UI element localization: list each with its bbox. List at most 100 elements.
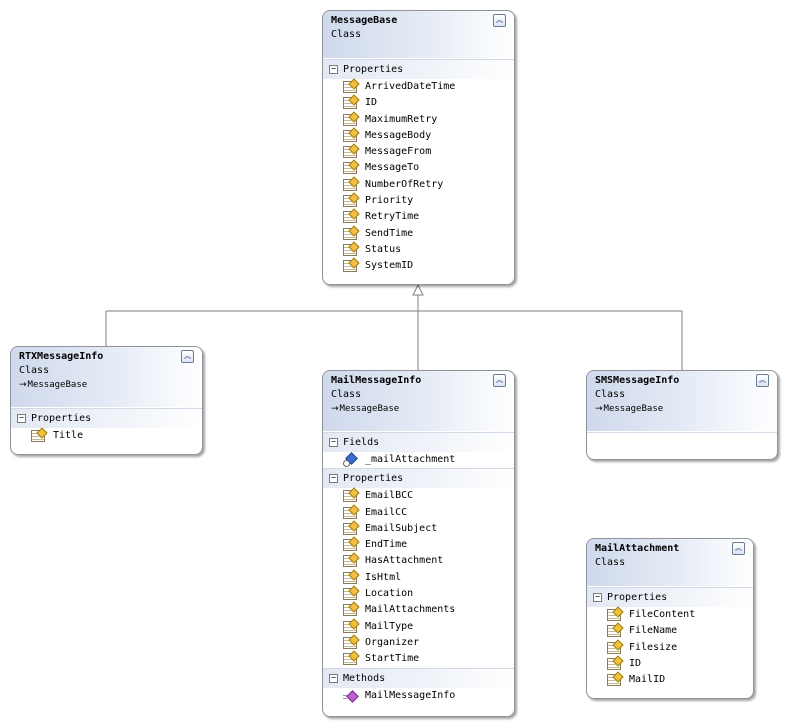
property-icon bbox=[607, 609, 621, 621]
property-icon bbox=[343, 162, 357, 175]
section-properties[interactable]: − Properties bbox=[323, 468, 514, 489]
method-icon bbox=[343, 690, 357, 702]
property-item[interactable]: NumberOfRetry bbox=[323, 177, 514, 193]
member-label: Title bbox=[53, 430, 84, 441]
property-icon bbox=[343, 178, 357, 191]
property-item[interactable]: EmailBCC bbox=[323, 488, 514, 504]
member-label: MailAttachments bbox=[365, 604, 456, 616]
property-item[interactable]: Filesize bbox=[587, 640, 753, 656]
section-properties[interactable]: − Properties bbox=[323, 59, 514, 79]
property-item[interactable]: ID bbox=[323, 95, 514, 111]
member-label: MessageTo bbox=[365, 162, 420, 174]
member-label: MailID bbox=[629, 674, 666, 686]
double-chevron-up-icon[interactable]: ︽ bbox=[493, 374, 506, 387]
class-mail-message-info[interactable]: MailMessageInfo Class →MessageBase ︽ − F… bbox=[322, 370, 515, 717]
property-item[interactable]: SystemID bbox=[323, 258, 514, 274]
empty-members-area bbox=[587, 432, 777, 459]
property-item[interactable]: MessageTo bbox=[323, 160, 514, 176]
member-label: HasAttachment bbox=[365, 555, 444, 567]
property-item[interactable]: EmailSubject bbox=[323, 521, 514, 537]
property-item[interactable]: StartTime bbox=[323, 651, 514, 667]
member-label: MessageBody bbox=[365, 129, 432, 141]
minus-box-icon[interactable]: − bbox=[329, 673, 338, 683]
property-item[interactable]: Location bbox=[323, 586, 514, 602]
property-icon bbox=[343, 146, 357, 159]
double-chevron-up-icon[interactable]: ︽ bbox=[493, 14, 506, 27]
member-label: EmailSubject bbox=[365, 522, 438, 534]
class-name: MailAttachment bbox=[595, 543, 680, 554]
minus-box-icon[interactable]: − bbox=[593, 593, 602, 602]
member-label: NumberOfRetry bbox=[365, 178, 444, 190]
method-item[interactable]: MailMessageInfo bbox=[323, 688, 514, 704]
member-label: MailMessageInfo bbox=[365, 689, 456, 701]
property-item[interactable]: Priority bbox=[323, 193, 514, 209]
base-class-ref: →MessageBase bbox=[331, 402, 506, 417]
member-label: Organizer bbox=[365, 636, 420, 648]
class-name: MessageBase bbox=[331, 15, 398, 26]
class-kind: Class bbox=[595, 557, 626, 568]
property-item[interactable]: HasAttachment bbox=[323, 553, 514, 569]
property-icon bbox=[607, 641, 621, 654]
class-header: MessageBase Class ︽ bbox=[323, 11, 514, 59]
member-label: ID bbox=[629, 657, 642, 669]
section-title: Properties bbox=[343, 64, 404, 75]
double-chevron-up-icon[interactable]: ︽ bbox=[181, 350, 194, 363]
property-item[interactable]: FileContent bbox=[587, 607, 753, 623]
property-icon bbox=[607, 625, 621, 638]
property-icon bbox=[343, 555, 357, 568]
base-class-ref: →MessageBase bbox=[595, 402, 769, 417]
base-class-name: MessageBase bbox=[603, 404, 664, 414]
property-icon bbox=[343, 588, 357, 601]
property-item[interactable]: ID bbox=[587, 656, 753, 672]
property-item[interactable]: IsHtml bbox=[323, 570, 514, 586]
property-item[interactable]: MaximumRetry bbox=[323, 112, 514, 128]
double-chevron-up-icon[interactable]: ︽ bbox=[756, 374, 769, 387]
minus-box-icon[interactable]: − bbox=[329, 474, 338, 484]
section-methods[interactable]: − Methods bbox=[323, 667, 514, 688]
class-mail-attachment[interactable]: MailAttachment Class ︽ − Properties File… bbox=[586, 538, 754, 699]
minus-box-icon[interactable]: − bbox=[329, 65, 338, 74]
class-name: SMSMessageInfo bbox=[595, 375, 680, 386]
member-label: FileName bbox=[629, 625, 678, 637]
property-item[interactable]: Title bbox=[11, 428, 202, 444]
property-item[interactable]: MailType bbox=[323, 619, 514, 635]
class-kind: Class bbox=[595, 389, 626, 400]
property-item[interactable]: MailID bbox=[587, 672, 753, 688]
property-item[interactable]: MessageFrom bbox=[323, 144, 514, 160]
member-label: Status bbox=[365, 243, 402, 255]
property-icon bbox=[343, 260, 357, 273]
property-icon bbox=[343, 81, 357, 93]
class-sms-message-info[interactable]: SMSMessageInfo Class →MessageBase ︽ bbox=[586, 370, 778, 460]
property-item[interactable]: EmailCC bbox=[323, 505, 514, 521]
minus-box-icon[interactable]: − bbox=[329, 438, 338, 447]
property-item[interactable]: MailAttachments bbox=[323, 602, 514, 618]
property-icon bbox=[343, 211, 357, 224]
class-rtx-message-info[interactable]: RTXMessageInfo Class →MessageBase ︽ − Pr… bbox=[10, 346, 203, 455]
double-chevron-up-icon[interactable]: ︽ bbox=[732, 542, 745, 555]
property-item[interactable]: ArrivedDateTime bbox=[323, 79, 514, 95]
section-properties[interactable]: − Properties bbox=[587, 587, 753, 607]
property-item[interactable]: SendTime bbox=[323, 226, 514, 242]
property-item[interactable]: FileName bbox=[587, 623, 753, 639]
section-title: Methods bbox=[343, 672, 386, 684]
section-properties[interactable]: − Properties bbox=[11, 408, 202, 428]
member-label: EndTime bbox=[365, 539, 408, 551]
property-item[interactable]: EndTime bbox=[323, 537, 514, 553]
minus-box-icon[interactable]: − bbox=[17, 414, 26, 423]
class-message-base[interactable]: MessageBase Class ︽ − Properties Arrived… bbox=[322, 10, 515, 285]
class-header: MailAttachment Class ︽ bbox=[587, 539, 753, 587]
property-item[interactable]: Status bbox=[323, 242, 514, 258]
class-kind: Class bbox=[331, 29, 362, 40]
class-kind: Class bbox=[331, 389, 362, 400]
property-icon bbox=[343, 653, 357, 666]
section-fields[interactable]: − Fields bbox=[323, 432, 514, 452]
member-label: SendTime bbox=[365, 227, 414, 239]
property-item[interactable]: MessageBody bbox=[323, 128, 514, 144]
property-icon bbox=[607, 674, 621, 687]
property-item[interactable]: Organizer bbox=[323, 635, 514, 651]
field-item[interactable]: _mailAttachment bbox=[323, 452, 514, 468]
property-icon bbox=[343, 490, 357, 503]
member-label: IsHtml bbox=[365, 571, 402, 583]
property-item[interactable]: RetryTime bbox=[323, 209, 514, 225]
